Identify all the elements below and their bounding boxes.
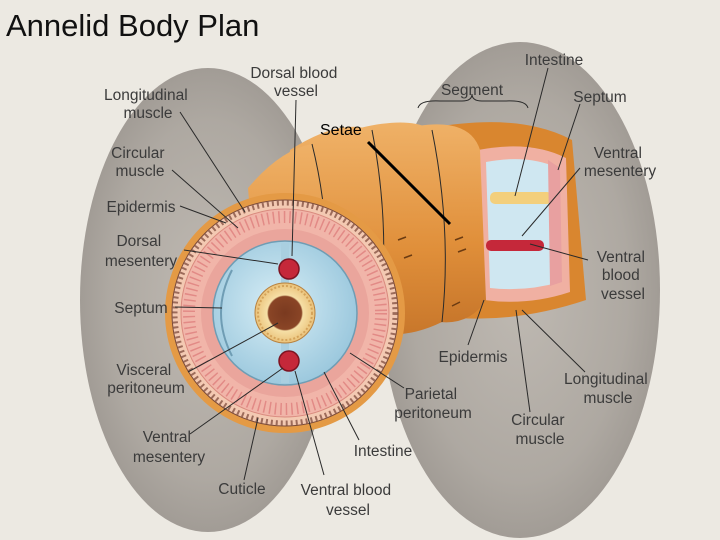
labels: Longitudinal muscle Dorsal blood vessel … [104, 52, 656, 519]
label-ventral-blood-vessel-bottom: Ventral blood vessel [301, 482, 396, 519]
label-septum-left: Septum [114, 300, 167, 317]
cross-section [165, 193, 405, 433]
label-circular-muscle-left: Circular muscle [111, 145, 169, 180]
label-septum-right: Septum [573, 89, 626, 106]
label-intestine-bottom: Intestine [354, 443, 413, 460]
label-dorsal-blood-vessel-top: Dorsal blood vessel [250, 65, 341, 100]
label-longitudinal-muscle-right: Longitudinal muscle [564, 371, 652, 407]
setae-pointer [366, 140, 452, 226]
label-ventral-mesentery-right: Ventral mesentery [584, 145, 657, 180]
label-ventral-mesentery-left: Ventral mesentery [133, 429, 206, 466]
label-intestine-top: Intestine [525, 52, 584, 69]
label-epidermis-bottom: Epidermis [439, 349, 508, 366]
segment-bracket [417, 93, 529, 109]
label-cuticle: Cuticle [218, 481, 265, 498]
label-parietal-peritoneum: Parietal peritoneum [394, 386, 472, 422]
label-longitudinal-muscle-left: Longitudinal muscle [104, 87, 192, 122]
page-title: Annelid Body Plan [6, 8, 260, 43]
label-circular-muscle-right: Circular muscle [511, 412, 569, 448]
label-ventral-blood-vessel-right: Ventral blood vessel [597, 249, 650, 303]
label-visceral-peritoneum: Visceral peritoneum [107, 362, 185, 397]
label-epidermis-left: Epidermis [107, 199, 176, 216]
leader-lines [171, 67, 589, 481]
label-setae: Setae [320, 122, 362, 139]
label-dorsal-mesentery: Dorsal mesentery [105, 233, 178, 270]
label-segment: Segment [441, 82, 504, 99]
